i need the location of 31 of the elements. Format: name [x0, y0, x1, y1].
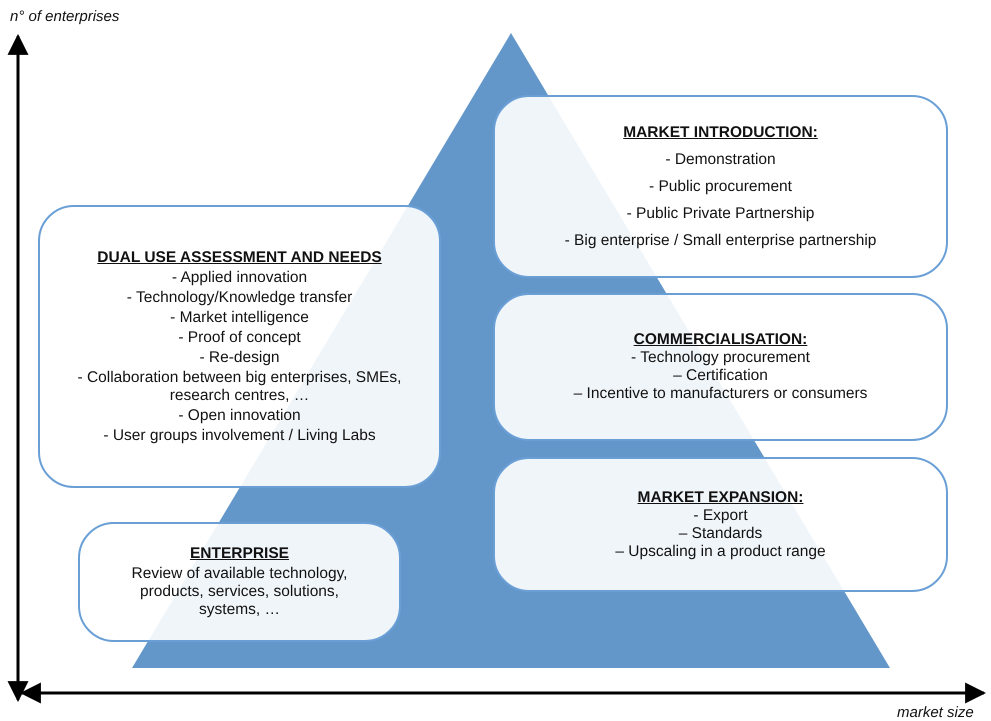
list-item: - Collaboration between big enterprises, SMEs, research centres, … [76, 368, 402, 404]
list-item: - Market intelligence [170, 308, 309, 326]
list-item: – Upscaling in a product range [615, 542, 826, 560]
list-item: - Applied innovation [172, 268, 308, 286]
list-item: - Public Private Partnership [626, 204, 814, 222]
list-item: - Technology/Knowledge transfer [126, 288, 352, 306]
rounded-box [493, 95, 948, 278]
list-item: - Re-design [199, 348, 280, 366]
list-item: - Demonstration [665, 150, 776, 168]
rounded-box [38, 205, 441, 488]
box-heading: ENTERPRISE [190, 545, 290, 563]
list-item: – Incentive to manufacturers or consumers [574, 385, 868, 403]
list-item: - Technology procurement [631, 349, 810, 367]
rounded-box [493, 293, 948, 441]
box-heading: DUAL USE ASSESSMENT AND NEEDS [97, 248, 382, 266]
box-heading: COMMERCIALISATION: [634, 331, 808, 349]
list-item: - Proof of concept [178, 328, 301, 346]
list-item: - Export [693, 506, 748, 524]
list-item: Review of available technology, products, services, solutions, systems, … [130, 565, 348, 619]
box-heading: MARKET EXPANSION: [638, 488, 804, 506]
list-item: - User groups involvement / Living Labs [103, 426, 376, 444]
list-item: - Public procurement [648, 178, 792, 196]
list-item: - Big enterprise / Small enterprise partnership [564, 232, 876, 250]
list-item: – Certification [673, 367, 768, 385]
axis-label: n° of enterprises [10, 8, 120, 25]
list-item: – Standards [678, 524, 762, 542]
rounded-box [78, 522, 401, 642]
axis-label: market size [897, 704, 974, 721]
box-heading: MARKET INTRODUCTION: [623, 124, 818, 142]
rounded-box [493, 457, 948, 592]
list-item: - Open innovation [178, 406, 301, 424]
